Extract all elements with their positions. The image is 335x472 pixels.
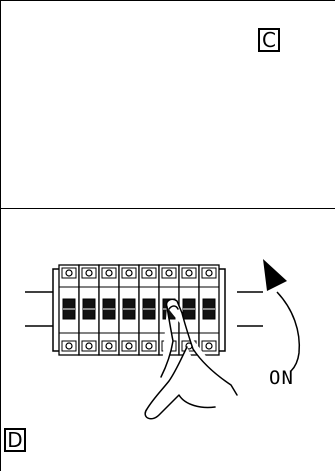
terminal-screw xyxy=(205,269,213,277)
breaker-module xyxy=(78,264,100,356)
terminal-screw xyxy=(85,269,93,277)
terminal-screw xyxy=(125,269,133,277)
terminal-screw xyxy=(105,342,113,350)
terminal-screw xyxy=(65,269,73,277)
panel-letter-c: C xyxy=(258,28,280,52)
breaker-module xyxy=(118,264,140,356)
panel-d: D ON xyxy=(1,209,335,472)
terminal-screw xyxy=(65,342,73,350)
breaker-module xyxy=(198,264,220,356)
breaker-row xyxy=(52,264,226,356)
panel-c: C xyxy=(1,1,335,209)
terminal-screw xyxy=(205,342,213,350)
on-direction-arrow xyxy=(263,259,301,372)
terminal-screw xyxy=(145,342,153,350)
panel-letter-d: D xyxy=(4,428,26,452)
breaker-module xyxy=(98,264,120,356)
terminal-screw xyxy=(185,269,193,277)
terminal-screw xyxy=(85,342,93,350)
breaker-illustration xyxy=(25,259,301,420)
breaker-module xyxy=(58,264,80,356)
hand-illustration xyxy=(144,298,238,420)
breaker-module xyxy=(138,264,160,356)
on-label: ON xyxy=(269,367,294,389)
breaker-module xyxy=(178,264,200,356)
terminal-screw xyxy=(145,269,153,277)
terminal-screw xyxy=(165,269,173,277)
terminal-screw xyxy=(105,269,113,277)
terminal-screw xyxy=(125,342,133,350)
